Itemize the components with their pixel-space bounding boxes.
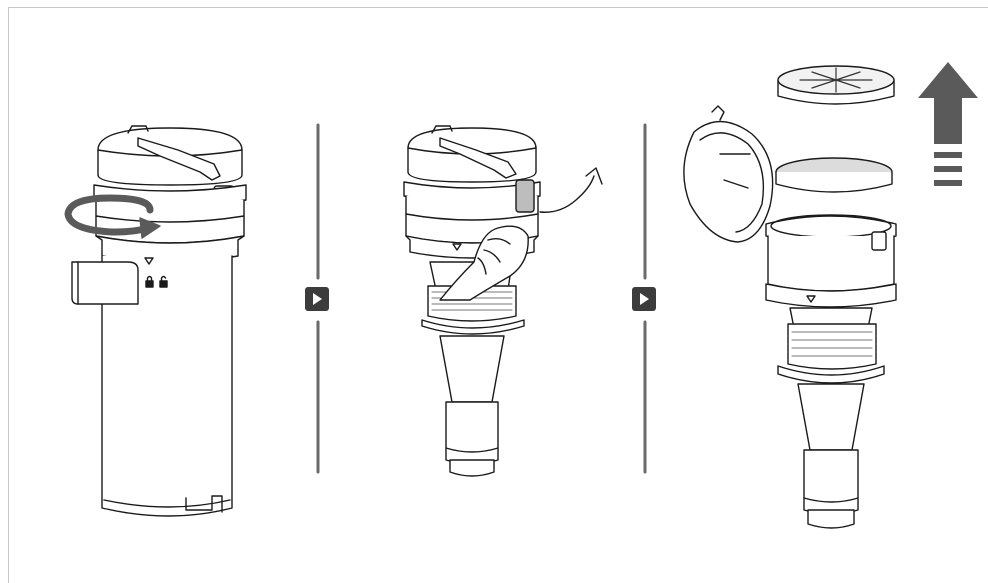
- lift-arrow-icon: [918, 62, 978, 186]
- step1-bin-unit: [72, 126, 246, 516]
- step3-bin-unit: [766, 215, 896, 528]
- step-arrow-icon: [305, 287, 329, 311]
- step2-cyclone-unit: [404, 126, 540, 476]
- release-arrow-icon: [540, 168, 602, 212]
- hepa-filter-icon: [778, 66, 894, 104]
- step3-open-lid: [684, 106, 773, 242]
- mesh-filter-icon: [776, 158, 892, 192]
- step-arrow-icon: [632, 287, 656, 311]
